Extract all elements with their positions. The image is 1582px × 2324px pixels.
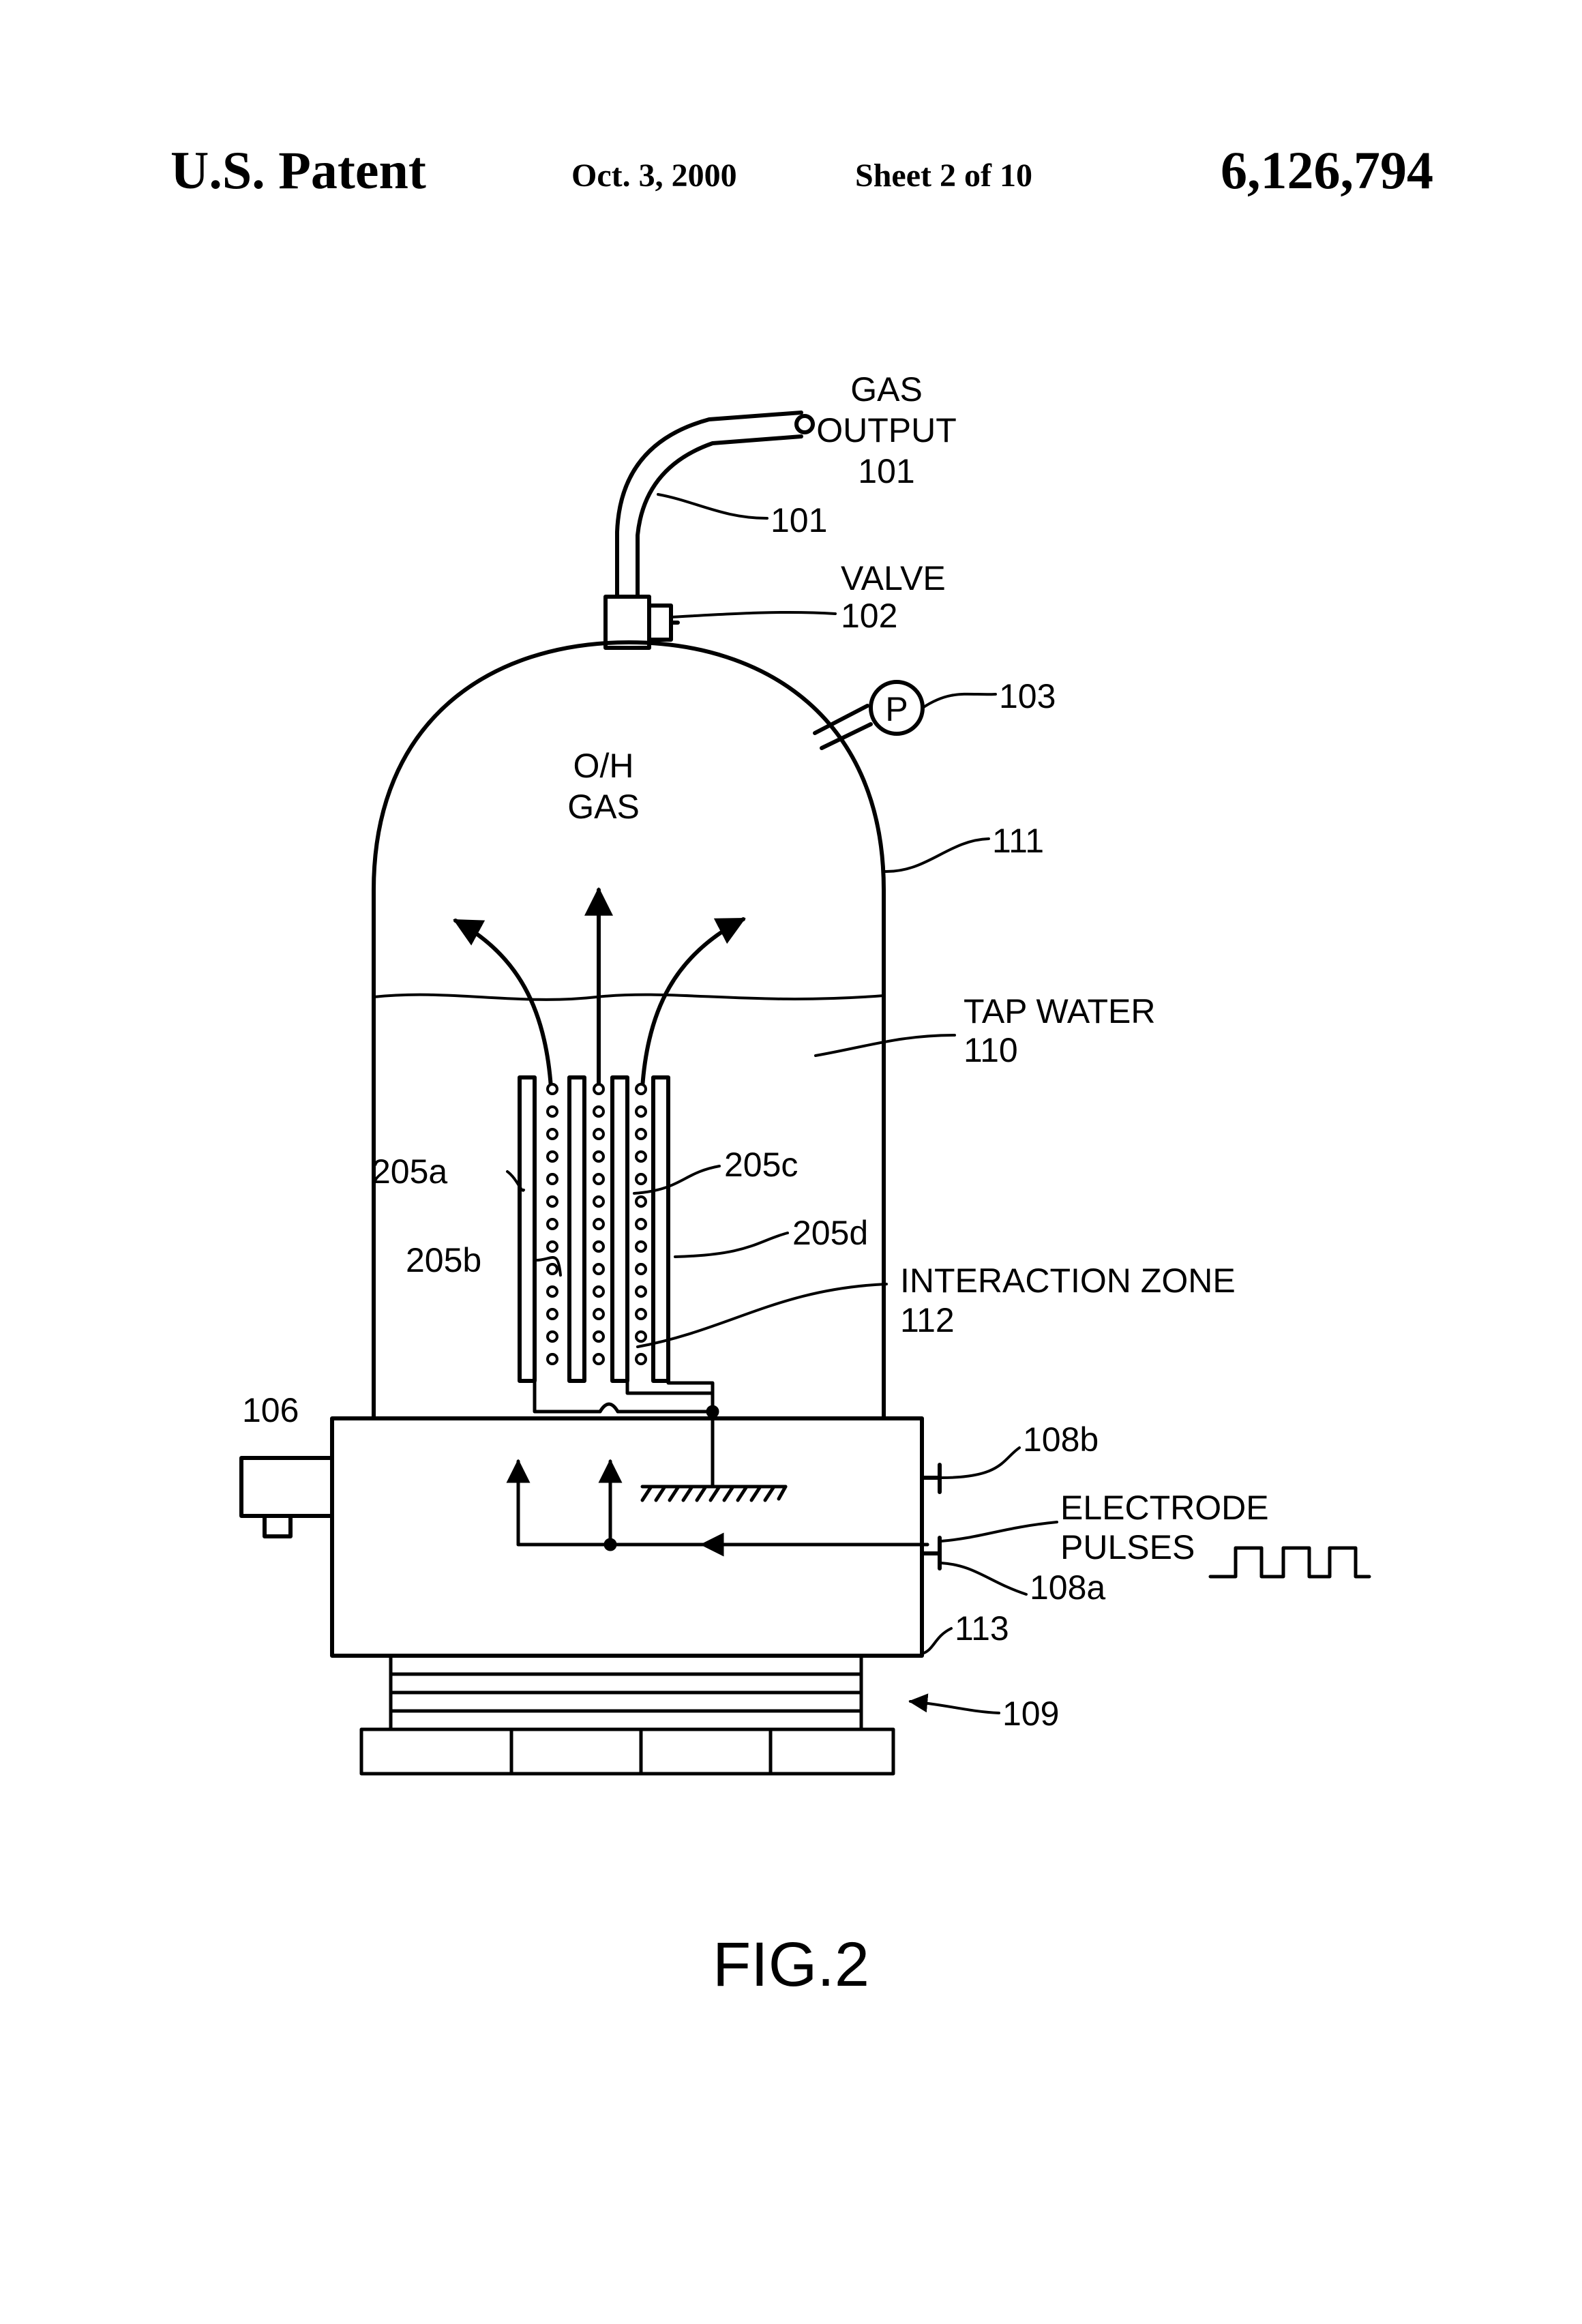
electrode-wiring: [535, 1381, 717, 1416]
pressure-gauge-symbol: P: [885, 690, 908, 728]
label-vessel-ref: 111: [992, 822, 1044, 860]
stand: [361, 1656, 893, 1774]
pressure-gauge: P: [815, 682, 923, 748]
label-gas-output-ref: 101: [858, 452, 914, 490]
label-base-ref: 113: [955, 1609, 1009, 1648]
label-electrode-b: 205b: [406, 1241, 481, 1279]
label-oh: O/H: [573, 747, 634, 785]
label-tap-water: TAP WATER: [964, 992, 1156, 1030]
label-gas-output-line1: GAS: [850, 370, 923, 408]
label-oh-gas: GAS: [567, 788, 640, 826]
pulse-waveform: [1210, 1548, 1369, 1577]
label-terminal-b: 108b: [1023, 1420, 1099, 1459]
label-electrode-d: 205d: [792, 1214, 868, 1252]
label-interaction-zone: INTERACTION ZONE: [900, 1262, 1236, 1300]
label-stand-ref: 109: [1002, 1695, 1059, 1733]
label-interaction-zone-ref: 112: [900, 1301, 955, 1339]
base-housing: [332, 1418, 922, 1656]
label-valve: VALVE: [841, 559, 946, 597]
terminals: [922, 1465, 940, 1568]
label-outlet-ref: 106: [242, 1391, 299, 1429]
leader-lines: [507, 494, 1057, 1713]
label-pipe-ref: 101: [771, 501, 827, 539]
label-gas-output-line2: OUTPUT: [816, 411, 957, 449]
figure-labels: GAS OUTPUT 101 101 VALVE 102 103 O/H GAS…: [242, 370, 1269, 1999]
label-electrode-c: 205c: [724, 1146, 798, 1184]
gas-flow-arrows: [456, 890, 743, 1088]
figure-title: FIG.2: [713, 1930, 869, 1999]
label-terminal-a: 108a: [1030, 1568, 1105, 1607]
label-valve-ref: 102: [841, 597, 897, 635]
label-electrode-pulses-line2: PULSES: [1060, 1528, 1195, 1566]
label-electrode-a: 205a: [372, 1152, 447, 1191]
interaction-zone-bubbles: [548, 1084, 646, 1364]
label-pressure-gauge-ref: 103: [999, 677, 1056, 715]
internal-circuit: [518, 1412, 927, 1549]
label-tap-water-ref: 110: [964, 1031, 1018, 1069]
valve: [606, 597, 678, 648]
water-surface: [374, 995, 884, 1000]
outlet-fitting: [241, 1458, 332, 1536]
label-electrode-pulses-line1: ELECTRODE: [1060, 1489, 1269, 1527]
